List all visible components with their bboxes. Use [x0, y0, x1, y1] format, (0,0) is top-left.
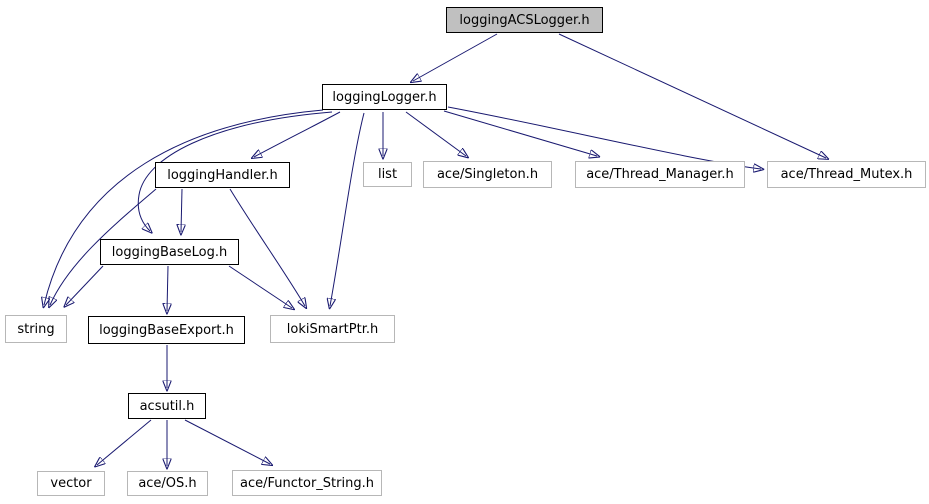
node-label: loggingLogger.h — [332, 89, 437, 105]
node-label: list — [377, 167, 398, 182]
node-label: string — [17, 321, 55, 337]
node-label: loggingACSLogger.h — [459, 12, 590, 28]
node-ace-functor-string-h: ace/Functor_String.h — [232, 470, 382, 496]
edge-logger-loki — [330, 112, 365, 306]
edge-logger-threadmanager — [443, 110, 597, 156]
edge-logger-baselog — [137, 111, 333, 231]
node-lokismartptr-h: lokiSmartPtr.h — [270, 315, 395, 343]
node-label: loggingBaseLog.h — [111, 244, 228, 260]
edge-acsutil-functorstring — [184, 419, 270, 464]
edge-acslogger-logger — [413, 33, 498, 81]
edge-logger-string — [44, 109, 324, 305]
edge-baselog-loki — [228, 265, 292, 308]
node-label: loggingHandler.h — [167, 167, 278, 183]
edge-logger-singleton — [405, 111, 466, 156]
node-label: ace/Singleton.h — [436, 167, 539, 182]
node-ace-singleton-h: ace/Singleton.h — [423, 161, 552, 188]
node-label: ace/Thread_Mutex.h — [780, 167, 913, 182]
edge-baselog-string — [66, 265, 104, 305]
edge-logger-threadmutex — [447, 106, 761, 169]
node-acsutil-h[interactable]: acsutil.h — [128, 393, 206, 419]
node-vector: vector — [37, 471, 105, 496]
node-logginglogger-h[interactable]: loggingLogger.h — [322, 84, 447, 110]
edge-handler-string — [50, 188, 157, 305]
node-ace-os-h: ace/OS.h — [127, 471, 208, 496]
node-ace-thread-mutex-h: ace/Thread_Mutex.h — [767, 161, 926, 188]
edge-acsutil-vector — [97, 419, 152, 465]
node-label: lokiSmartPtr.h — [286, 321, 379, 337]
node-loggingbaseexport-h[interactable]: loggingBaseExport.h — [88, 316, 245, 344]
edge-logger-handler — [254, 111, 341, 157]
node-label: acsutil.h — [139, 398, 195, 414]
node-label: loggingBaseExport.h — [99, 322, 234, 338]
node-label: ace/OS.h — [138, 476, 197, 491]
edge-baselog-export — [167, 265, 168, 311]
edge-handler-baselog — [181, 188, 182, 232]
node-ace-thread-manager-h: ace/Thread_Manager.h — [575, 161, 745, 188]
node-logginghandler-h[interactable]: loggingHandler.h — [155, 162, 290, 188]
edge-handler-loki — [229, 188, 305, 306]
edge-acslogger-threadmutex — [558, 33, 826, 158]
node-string: string — [5, 315, 67, 343]
node-list: list — [363, 162, 412, 187]
node-loggingacslogger-h: loggingACSLogger.h — [446, 7, 603, 33]
node-label: ace/Functor_String.h — [240, 475, 374, 491]
node-label: ace/Thread_Manager.h — [586, 167, 734, 182]
node-loggingbaselog-h[interactable]: loggingBaseLog.h — [100, 239, 239, 265]
node-label: vector — [50, 476, 92, 491]
